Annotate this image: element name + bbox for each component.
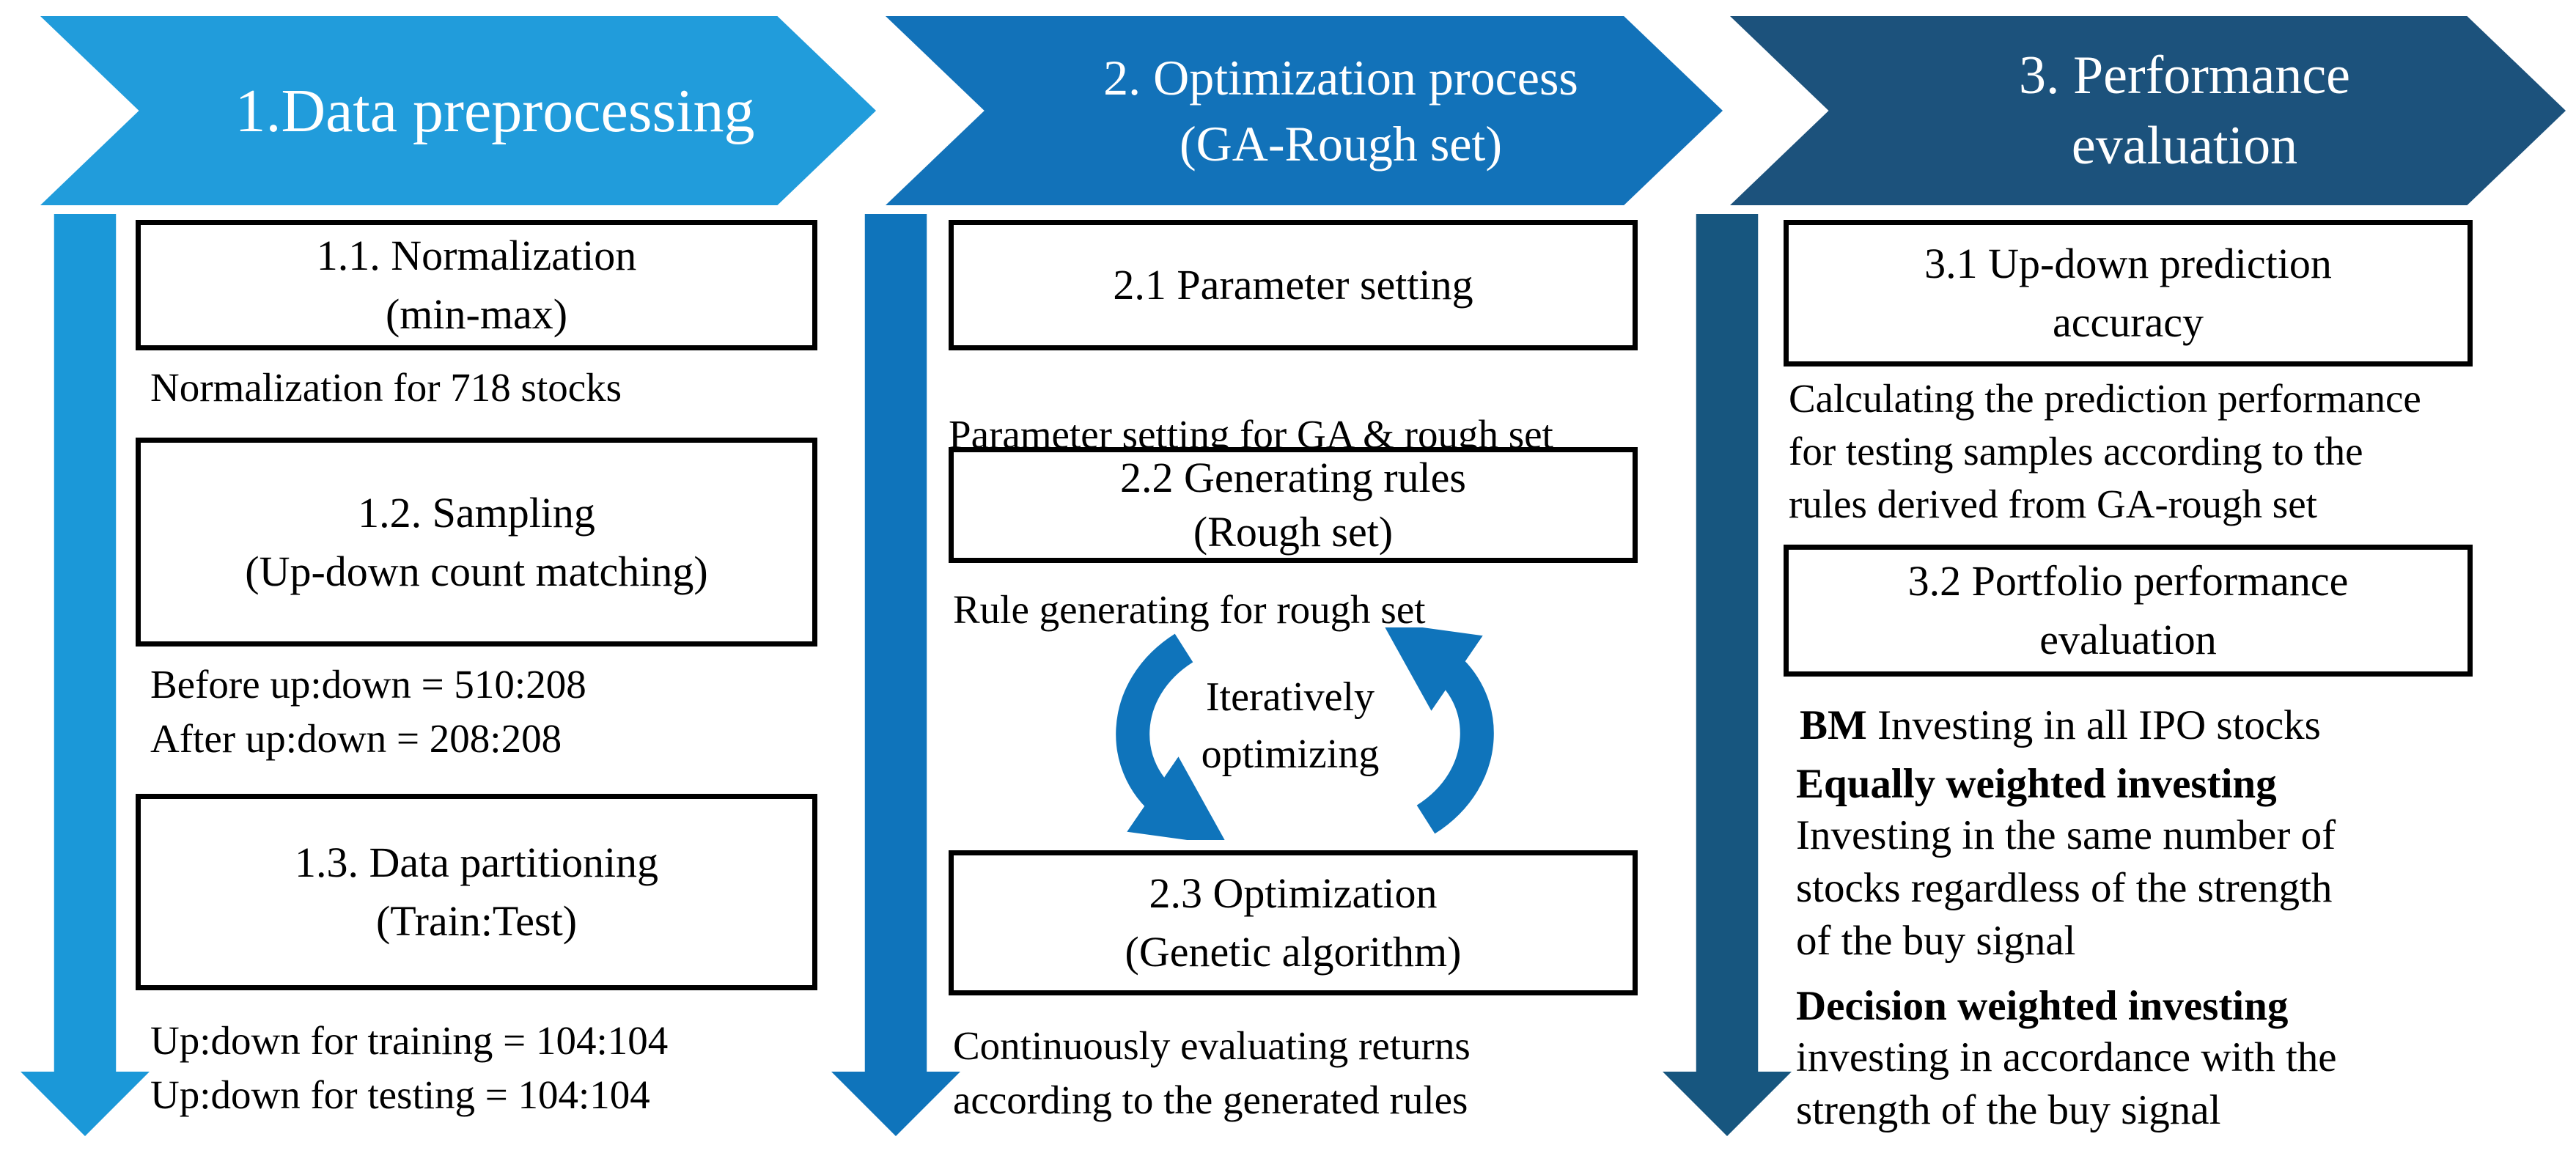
box-1-1-line1: 1.1. Normalization [316, 232, 637, 279]
caption-sampling: Before up:down = 510:208 After up:down =… [150, 657, 586, 766]
stage1-down-arrow-icon [21, 214, 150, 1136]
box-3-1-line2: accuracy [2052, 298, 2204, 346]
caption-partitioning-line2: Up:down for testing = 104:104 [150, 1072, 650, 1117]
caption-prediction-line2: for testing samples according to the [1789, 429, 2363, 474]
stage3-chevron-arrow: 3. Performance evaluation [1730, 16, 2566, 205]
caption-partitioning: Up:down for training = 104:104 Up:down f… [150, 1014, 668, 1122]
benchmark-label: BM [1800, 702, 1867, 748]
caption-normalization: Normalization for 718 stocks [150, 365, 622, 410]
stage1-title: 1.Data preprocessing [235, 76, 755, 145]
equally-weighted-line2: stocks regardless of the strength [1796, 865, 2333, 911]
decision-weighted-line1: investing in accordance with the [1796, 1034, 2337, 1080]
box-1-2-line2: (Up-down count matching) [245, 547, 708, 595]
cycle-label-line2: optimizing [1201, 732, 1380, 777]
box-1-3-data-partitioning: 1.3. Data partitioning (Train:Test) [136, 794, 817, 990]
box-3-1-prediction-accuracy: 3.1 Up-down prediction accuracy [1784, 220, 2473, 366]
stage3-title-line1: 3. Performance [2018, 45, 2351, 106]
box-1-3-line2: (Train:Test) [375, 897, 578, 945]
caption-prediction-accuracy: Calculating the prediction performance f… [1789, 372, 2421, 531]
caption-generating-rules: Rule generating for rough set [953, 587, 1426, 632]
box-2-3-line2: (Genetic algorithm) [1125, 928, 1462, 976]
caption-partitioning-line1: Up:down for training = 104:104 [150, 1018, 669, 1063]
box-1-3-line1: 1.3. Data partitioning [294, 839, 659, 886]
stage2-down-arrow-icon [831, 214, 960, 1136]
box-3-2-line1: 3.2 Portfolio performance [1907, 557, 2349, 605]
caption-optimization: Continuously evaluating returns accordin… [953, 1019, 1471, 1127]
benchmark-text: Investing in all IPO stocks [1866, 702, 2321, 748]
caption-sampling-line1: Before up:down = 510:208 [150, 662, 586, 707]
box-1-2-line1: 1.2. Sampling [358, 488, 595, 537]
stage3-down-arrow-icon [1663, 214, 1792, 1136]
box-1-1-normalization: 1.1. Normalization (min-max) [136, 220, 817, 350]
box-3-2-line2: evaluation [2039, 616, 2217, 663]
box-2-1-parameter-setting: 2.1 Parameter setting [949, 220, 1638, 350]
stage2-chevron-arrow: 2. Optimization process (GA-Rough set) [886, 16, 1723, 205]
box-2-2-generating-rules: 2.2 Generating rules (Rough set) [949, 447, 1638, 563]
stage2-title-line1: 2. Optimization process [1103, 50, 1578, 106]
box-2-2-line1: 2.2 Generating rules [1120, 454, 1466, 501]
stage1-chevron-arrow: 1.Data preprocessing [40, 16, 876, 205]
decision-weighted-line2: strength of the buy signal [1796, 1087, 2221, 1133]
cycle-label: Iteratively optimizing [1158, 668, 1422, 783]
box-3-2-portfolio-evaluation: 3.2 Portfolio performance evaluation [1784, 545, 2473, 677]
box-2-1-line1: 2.1 Parameter setting [1113, 261, 1473, 309]
equally-weighted-line3: of the buy signal [1796, 918, 2076, 964]
iterative-cycle-arrows-icon [1116, 627, 1494, 840]
box-1-2-sampling: 1.2. Sampling (Up-down count matching) [136, 438, 817, 647]
caption-optimization-line2: according to the generated rules [953, 1078, 1468, 1122]
box-1-1-line2: (min-max) [385, 290, 568, 338]
caption-sampling-line2: After up:down = 208:208 [150, 716, 562, 761]
stage2-title-line2: (GA-Rough set) [1179, 116, 1503, 172]
benchmark-line: BM Investing in all IPO stocks [1800, 700, 2321, 751]
stage3-title-line2: evaluation [2071, 116, 2298, 176]
decision-weighted-title: Decision weighted investing [1796, 983, 2289, 1029]
box-2-3-optimization: 2.3 Optimization (Genetic algorithm) [949, 850, 1638, 995]
caption-prediction-line1: Calculating the prediction performance [1789, 376, 2421, 421]
box-2-3-line1: 2.3 Optimization [1149, 869, 1438, 917]
caption-prediction-line3: rules derived from GA-rough set [1789, 482, 2317, 526]
equally-weighted-title: Equally weighted investing [1796, 761, 2277, 807]
caption-optimization-line1: Continuously evaluating returns [953, 1023, 1471, 1068]
box-2-2-line2: (Rough set) [1193, 508, 1394, 556]
cycle-label-line1: Iteratively [1205, 674, 1375, 720]
equally-weighted-line1: Investing in the same number of [1796, 812, 2336, 858]
box-3-1-line1: 3.1 Up-down prediction [1924, 240, 2332, 287]
